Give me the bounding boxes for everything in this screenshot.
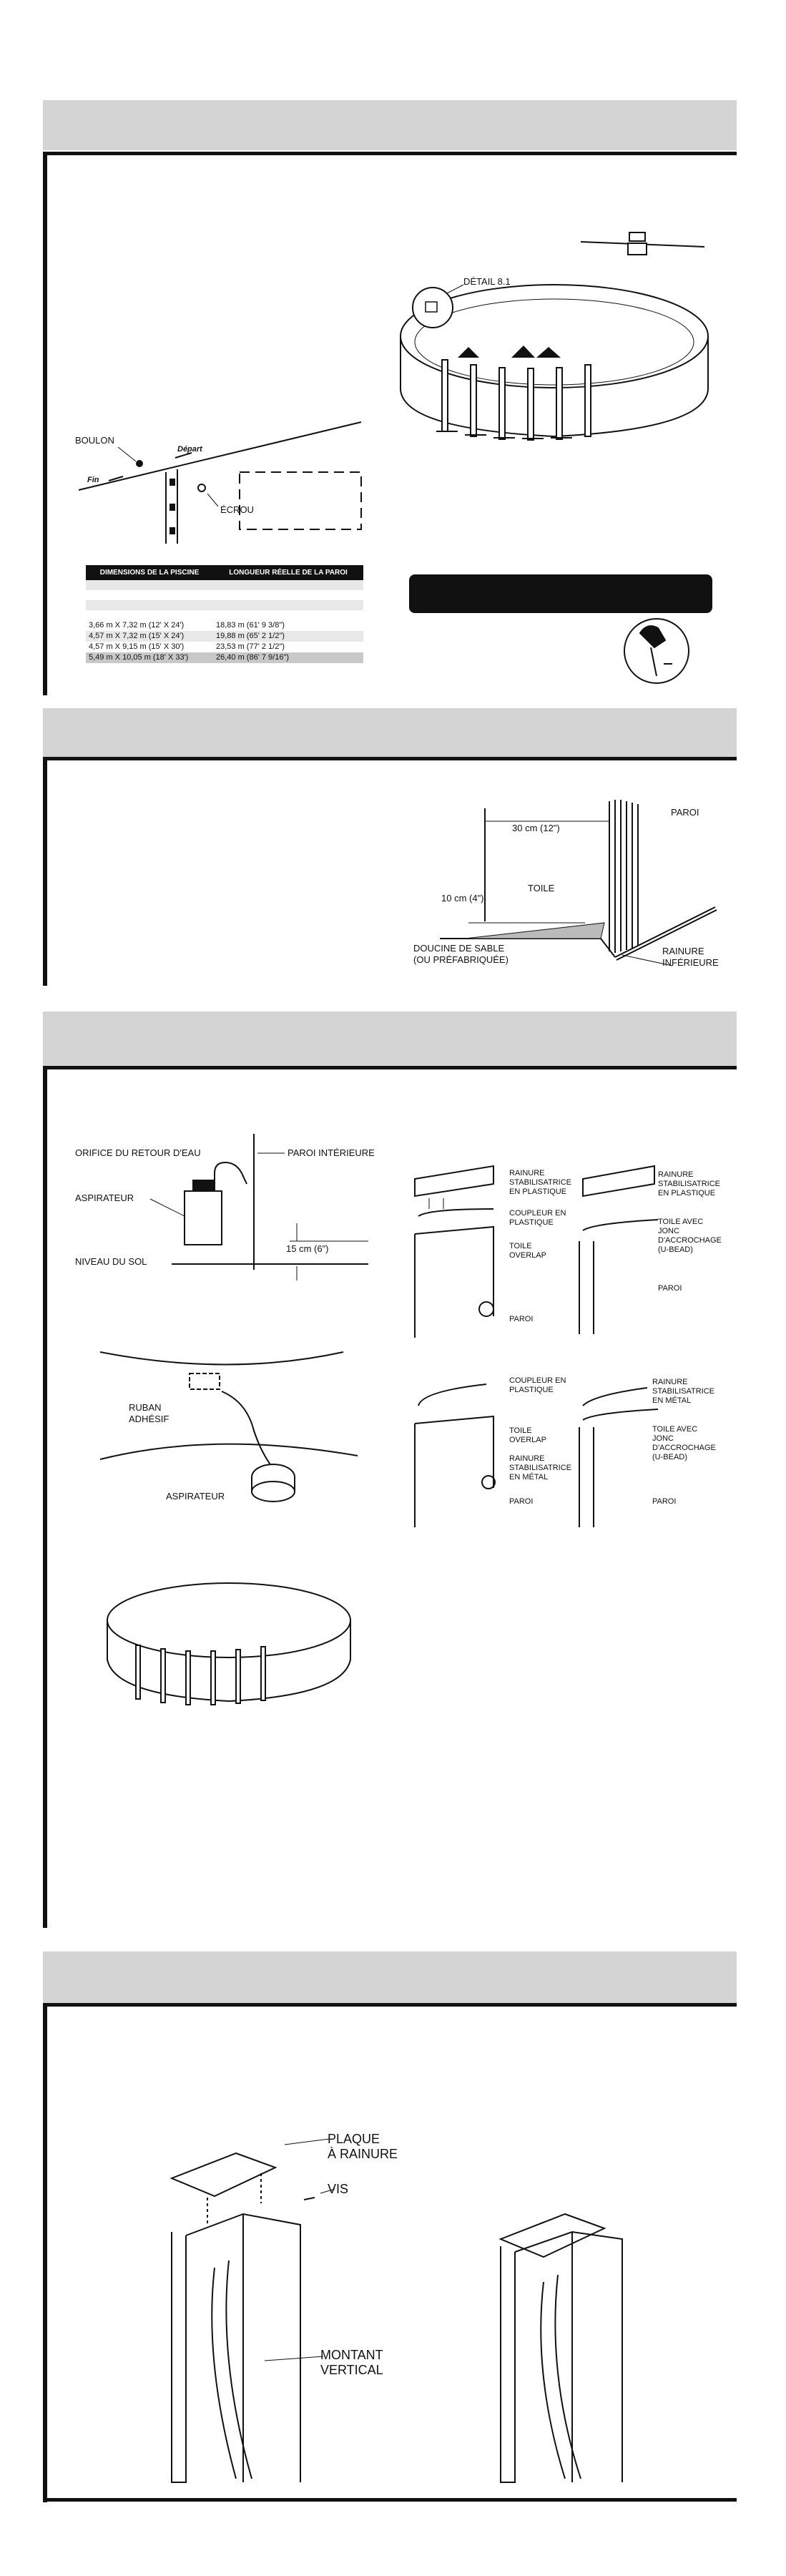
panel-d-text: STABILISATRICE	[652, 1387, 715, 1396]
panel-b-text: RAINURE	[658, 1170, 694, 1179]
table-header-length: LONGUEUR RÉELLE DE LA PAROI	[213, 565, 363, 580]
cm15-label: 15 cm (6")	[286, 1243, 329, 1254]
nut-label: ÉCROU	[220, 504, 254, 515]
table-header-dimensions: DIMENSIONS DE LA PISCINE	[86, 565, 213, 580]
start-label: Départ	[177, 445, 202, 454]
panel-c-text: COUPLEUR EN	[509, 1376, 566, 1385]
panel-c-text: PLASTIQUE	[509, 1386, 554, 1394]
panel-b-text: JONC	[658, 1227, 679, 1235]
section-1-top-rule	[43, 152, 737, 155]
panel-d-text: (U-BEAD)	[652, 1453, 687, 1461]
panel-a-text: PLASTIQUE	[509, 1218, 554, 1227]
panel-a-text: PAROI	[509, 1315, 534, 1323]
plate-label-2: À RAINURE	[328, 2147, 398, 2161]
table-spacer-row	[86, 600, 363, 610]
panel-c-text: PAROI	[509, 1497, 534, 1506]
vacuum-label-2: ASPIRATEUR	[166, 1491, 225, 1502]
cm10-label: 10 cm (4")	[441, 893, 484, 903]
sand-cove-label: DOUCINE DE SABLE	[413, 943, 505, 954]
section-4-top-rule	[43, 2003, 737, 2007]
inner-wall-label: PAROI INTÉRIEURE	[288, 1147, 375, 1158]
panel-b-text: PAROI	[658, 1284, 682, 1293]
table-row: 5,49 m X 10,05 m (18' X 33') 26,40 m (86…	[86, 652, 363, 663]
section-4-left-rule	[43, 2003, 47, 2502]
panel-a-text: RAINURE	[509, 1169, 545, 1177]
panel-b-text: EN PLASTIQUE	[658, 1189, 716, 1198]
sand-cove-label-2: (OU PRÉFABRIQUÉE)	[413, 954, 509, 965]
table-row: 3,66 m X 7,32 m (12' X 24') 18,83 m (61'…	[89, 621, 285, 630]
panel-c-text: OVERLAP	[509, 1436, 546, 1444]
screw-label: VIS	[328, 2182, 349, 2196]
liner-label: TOILE	[528, 883, 555, 893]
panel-d-text: TOILE AVEC	[652, 1425, 698, 1434]
plate-label: PLAQUE	[328, 2132, 380, 2146]
section-3-header-band	[43, 1012, 737, 1066]
table-spacer-row	[86, 580, 363, 590]
section-2-header-band	[43, 708, 737, 757]
return-inlet-label: ORIFICE DU RETOUR D'EAU	[75, 1147, 201, 1158]
panel-a-text: TOILE	[509, 1242, 532, 1250]
panel-d-text: D'ACCROCHAGE	[652, 1444, 716, 1452]
panel-d-text: EN MÉTAL	[652, 1396, 692, 1405]
panel-a-text: EN PLASTIQUE	[509, 1187, 567, 1196]
section-1-header-band	[43, 100, 737, 150]
bottom-track-label-2: INFÉRIEURE	[662, 957, 719, 968]
vacuum-label: ASPIRATEUR	[75, 1192, 134, 1203]
panel-b-text: STABILISATRICE	[658, 1180, 721, 1188]
detail-label: DÉTAIL 8.1	[463, 276, 511, 287]
section-1-left-rule	[43, 152, 47, 695]
upright-label: MONTANT	[320, 2348, 383, 2362]
section-2-top-rule	[43, 757, 737, 760]
pool-dimensions-table: DIMENSIONS DE LA PISCINE LONGUEUR RÉELLE…	[86, 565, 363, 663]
bottom-track-label: RAINURE	[662, 946, 704, 956]
section-4-bottom-rule	[43, 2498, 737, 2502]
panel-b-text: (U-BEAD)	[658, 1245, 693, 1254]
panel-c-text: TOILE	[509, 1426, 532, 1435]
section-2-left-rule	[43, 757, 47, 986]
wall-label: PAROI	[671, 807, 699, 818]
panel-d-text: JONC	[652, 1434, 674, 1443]
panel-a-text: OVERLAP	[509, 1251, 546, 1260]
ground-level-label: NIVEAU DU SOL	[75, 1256, 147, 1267]
tape-label-2: ADHÉSIF	[129, 1414, 170, 1424]
panel-a-text: COUPLEUR EN	[509, 1209, 566, 1218]
section-4-header-band	[43, 1951, 737, 2003]
bolt-label: BOULON	[75, 435, 114, 446]
panel-d-text: PAROI	[652, 1497, 677, 1506]
tape-label: RUBAN	[129, 1402, 162, 1413]
notice-black-box	[409, 574, 712, 613]
table-spacer-row	[86, 590, 363, 600]
table-row: 4,57 m X 7,32 m (15' X 24') 19,88 m (65'…	[86, 631, 363, 642]
table-spacer-row	[86, 610, 363, 620]
panel-c-text: EN MÉTAL	[509, 1473, 549, 1482]
upright-label-2: VERTICAL	[320, 2363, 383, 2377]
panel-a-text: STABILISATRICE	[509, 1178, 572, 1187]
section-3-left-rule	[43, 1066, 47, 1928]
cm30-label: 30 cm (12")	[512, 823, 560, 833]
panel-b-text: D'ACCROCHAGE	[658, 1236, 722, 1245]
section-3-top-rule	[43, 1066, 737, 1069]
panel-c-text: STABILISATRICE	[509, 1464, 572, 1472]
panel-c-text: RAINURE	[509, 1454, 545, 1463]
end-label: Fin	[87, 476, 99, 484]
table-row: 4,57 m X 9,15 m (15' X 30') 23,53 m (77'…	[89, 642, 285, 651]
panel-d-text: RAINURE	[652, 1378, 688, 1386]
panel-b-text: TOILE AVEC	[658, 1218, 704, 1226]
